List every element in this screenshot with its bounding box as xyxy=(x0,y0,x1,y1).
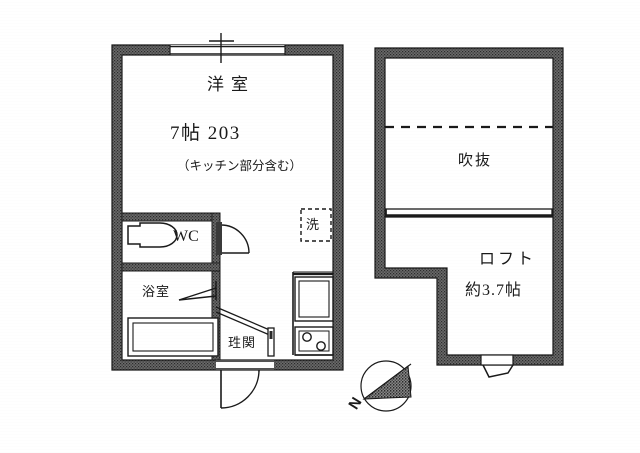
toilet-fixture-icon xyxy=(127,222,178,248)
loft-area-label: 約3.7帖 xyxy=(465,282,523,299)
main-room-name-label: 洋室 xyxy=(207,75,255,94)
loft-access-hatch xyxy=(480,354,514,378)
laundry-label: 洗 xyxy=(306,217,320,232)
bath-door xyxy=(178,281,217,301)
void-label: 吹抜 xyxy=(458,153,493,169)
main-room-window xyxy=(169,33,286,63)
kitchen-sink-icon xyxy=(292,271,334,355)
main-room-kitchen-note: （キッチン部分含む） xyxy=(177,159,303,173)
bathtub-icon xyxy=(127,317,219,357)
laundry-space-box xyxy=(300,208,332,242)
right-unit-walls xyxy=(374,47,564,366)
loft-label: ロフト xyxy=(479,251,537,268)
kitchen-stove-icon xyxy=(294,326,334,356)
compass-rose xyxy=(360,360,412,412)
main-room-area-label: 7帖 203 xyxy=(170,123,241,144)
toilet-door xyxy=(216,222,250,255)
entrance-step xyxy=(215,306,275,357)
entrance-label: 珄関 xyxy=(228,335,257,350)
loft-railing-beam xyxy=(385,208,553,218)
entrance-door xyxy=(216,360,274,409)
bath-label: 浴室 xyxy=(142,284,171,299)
toilet-label: WC xyxy=(173,228,199,245)
